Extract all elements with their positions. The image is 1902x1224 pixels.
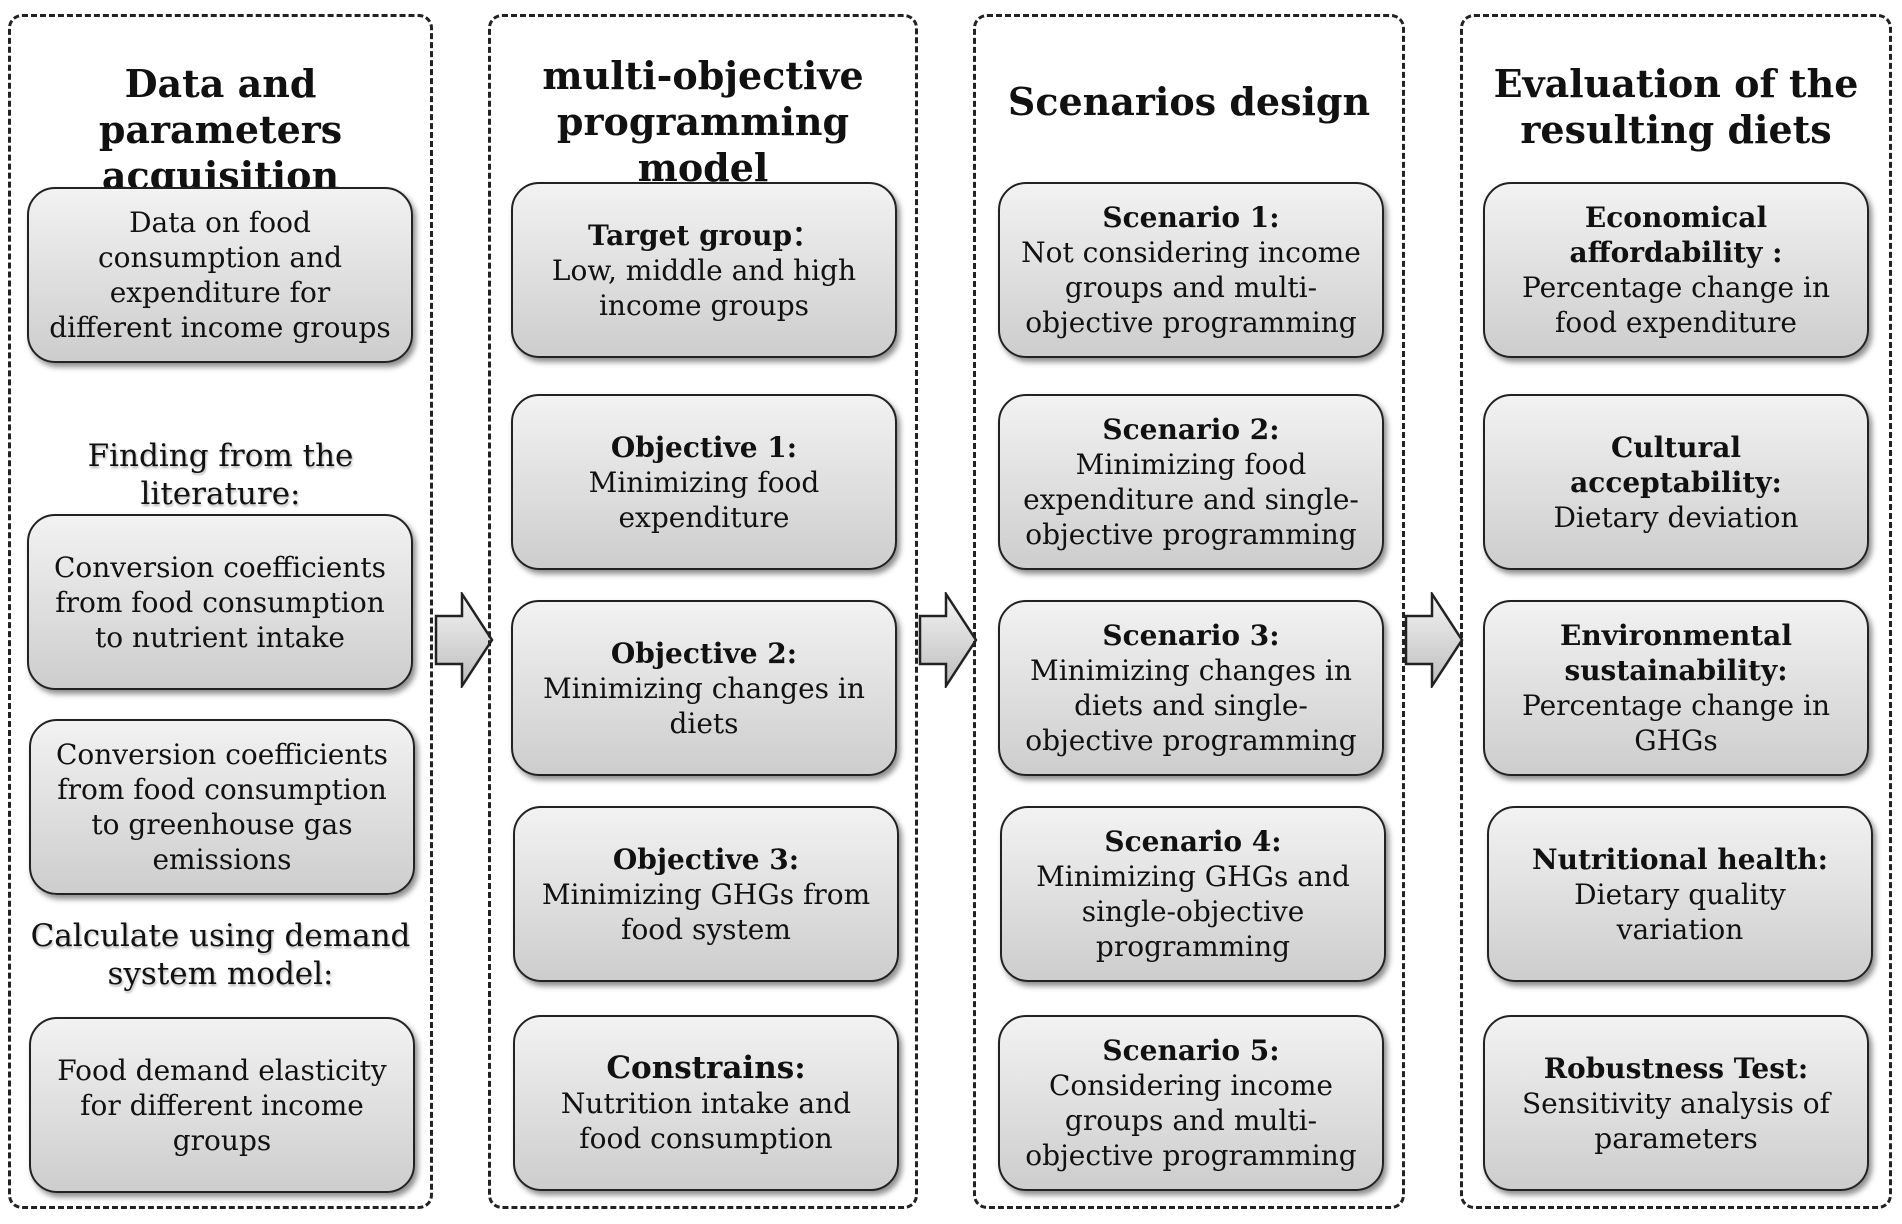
panel-programming-model: multi-objective programming model Target… [488,14,918,1209]
box-text: Minimizing food expenditure and single-o… [1023,448,1359,551]
right-arrow-icon [434,592,494,688]
box-heading: Objective 1: [610,430,798,464]
data-box-consumption: Data on food consumption and expenditure… [27,187,413,363]
box-heading: Scenario 4: [1104,825,1282,858]
box-heading: Robustness Test: [1543,1051,1809,1085]
box-text: Conversion coefficients from food consum… [53,550,387,654]
box-heading: Scenario 5: [1102,1034,1280,1067]
model-box-target-group: Target group： Low, middle and high incom… [511,182,897,358]
panel-title: multi-objective programming model [542,53,864,190]
panel-title: Evaluation of the resulting diets [1493,61,1859,152]
evaluation-box-robustness: Robustness Test: Sensitivity analysis of… [1483,1015,1869,1191]
model-box-objective-3: Objective 3: Minimizing GHGs from food s… [513,806,899,982]
box-text: Low, middle and high income groups [551,253,857,322]
box-heading: Nutritional health: [1532,842,1828,876]
panel-title: Scenarios design [1007,79,1371,124]
box-text: Minimizing GHGs from food system [541,877,871,946]
box-text: Dietary quality variation [1574,877,1786,946]
box-text: Not considering income groups and multi-… [1021,236,1361,339]
panel-diet-evaluation: Evaluation of the resulting diets Econom… [1460,14,1892,1209]
box-text: Dietary deviation [1553,500,1799,534]
scenario-box-3: Scenario 3: Minimizing changes in diets … [998,600,1384,776]
box-text: Considering income groups and multi-obje… [1025,1069,1357,1172]
box-text: Percentage change in GHGs [1522,689,1830,757]
box-heading: Objective 2: [610,636,798,670]
scenario-box-5: Scenario 5: Considering income groups an… [998,1015,1384,1191]
evaluation-box-sustainability: Environmental sustainability: Percentage… [1483,600,1869,776]
literature-note: Finding from the literature: [87,438,354,512]
right-arrow-icon [918,592,978,688]
box-text: Data on food consumption and expenditure… [49,206,391,344]
evaluation-box-acceptability: Cultural acceptability: Dietary deviatio… [1483,394,1869,570]
box-heading: Scenario 3: [1102,619,1280,652]
box-text: Food demand elasticity for different inc… [57,1053,387,1157]
box-heading: Scenario 1: [1102,201,1280,234]
box-text: Minimizing food expenditure [588,465,820,534]
scenario-box-4: Scenario 4: Minimizing GHGs and single-o… [1000,806,1386,982]
box-text: Conversion coefficients from food consum… [55,738,389,876]
model-box-constrains: Constrains: Nutrition intake and food co… [513,1015,899,1191]
box-text: Percentage change in food expenditure [1522,271,1830,339]
panel-title: Data and parameters acquisition [98,61,343,198]
box-heading: Scenario 2: [1102,413,1280,446]
evaluation-box-nutritional-health: Nutritional health: Dietary quality vari… [1487,806,1873,982]
model-box-objective-1: Objective 1: Minimizing food expenditure [511,394,897,570]
data-box-demand-elasticity: Food demand elasticity for different inc… [29,1017,415,1193]
data-box-nutrient-coefficients: Conversion coefficients from food consum… [27,514,413,690]
demand-model-note: Calculate using demand system model: [30,918,411,992]
box-text: Sensitivity analysis of parameters [1521,1086,1831,1155]
box-text: Nutrition intake and food consumption [560,1086,852,1155]
box-heading: Cultural acceptability: [1570,430,1782,499]
right-arrow-icon [1404,592,1464,688]
box-heading: Target group： [587,218,821,252]
data-box-ghg-coefficients: Conversion coefficients from food consum… [29,719,415,895]
scenario-box-2: Scenario 2: Minimizing food expenditure … [998,394,1384,570]
panel-data-acquisition: Data and parameters acquisition Data on … [8,14,433,1209]
model-box-objective-2: Objective 2: Minimizing changes in diets [511,600,897,776]
panel-scenarios-design: Scenarios design Scenario 1: Not conside… [973,14,1405,1209]
box-heading: Economical affordability : [1569,201,1783,269]
evaluation-box-affordability: Economical affordability : Percentage ch… [1483,182,1869,358]
box-heading: Constrains: [606,1049,806,1086]
scenario-box-1: Scenario 1: Not considering income group… [998,182,1384,358]
box-text: Minimizing GHGs and single-objective pro… [1036,860,1350,963]
box-text: Minimizing changes in diets and single-o… [1025,654,1357,757]
box-heading: Environmental sustainability: [1560,619,1792,687]
box-heading: Objective 3: [612,842,800,876]
box-text: Minimizing changes in diets [543,671,865,740]
